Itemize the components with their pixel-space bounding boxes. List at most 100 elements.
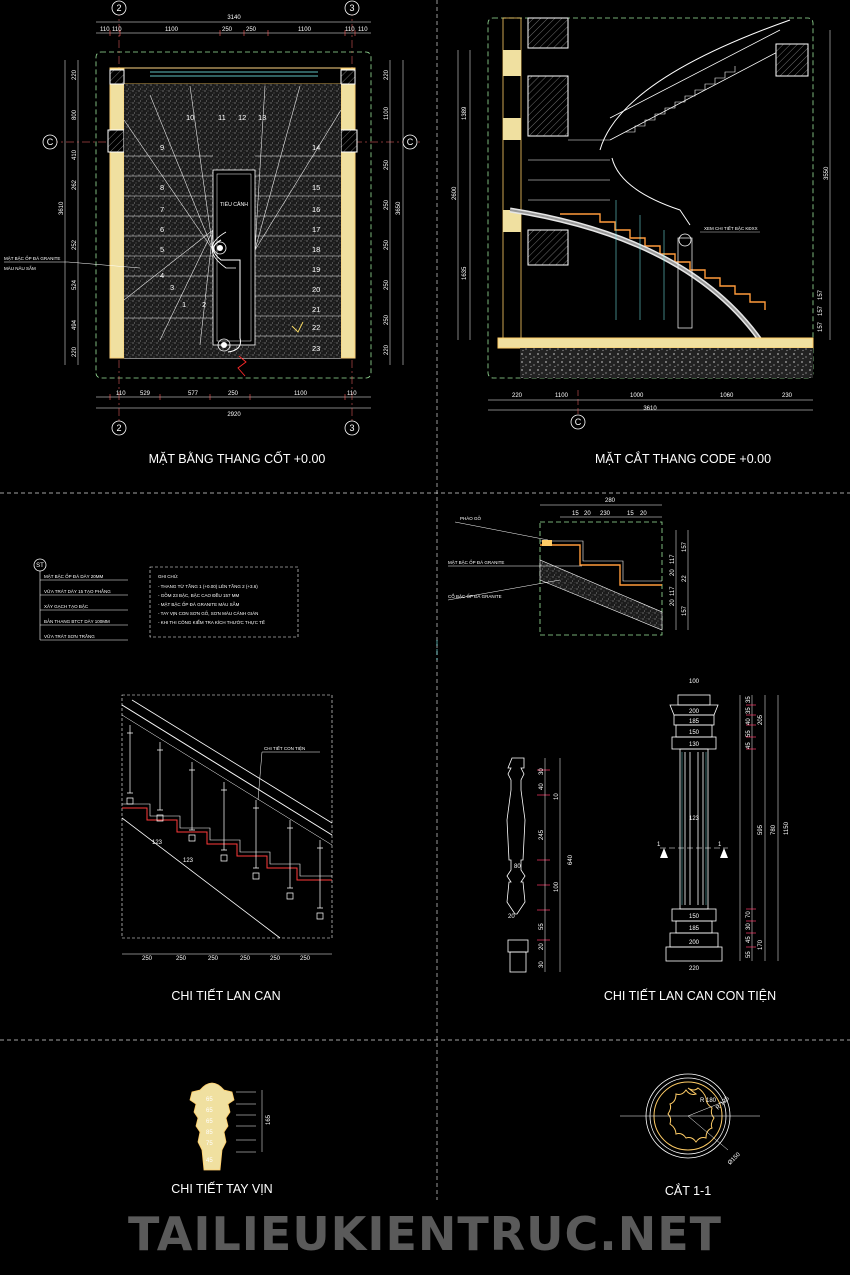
step-number: 11 (218, 113, 226, 122)
plan-dim-right: 220 (384, 344, 390, 355)
section11-dim: R 180 (700, 1098, 717, 1104)
section-dim-left: 1635 (462, 266, 468, 280)
plan-dim-left: 220 (72, 346, 78, 357)
post-dim-top: 100 (689, 679, 700, 685)
plan-dim-left: 800 (72, 109, 78, 120)
section-dim-left: 1389 (462, 106, 468, 120)
step-dim-top-small: 20 (584, 511, 591, 517)
note-line: - TAY VỊN CON SƠN GỖ, SƠN MÀU CÁNH GIÁN (158, 610, 258, 616)
step-number: 2 (202, 300, 206, 309)
step-number: 15 (312, 183, 320, 192)
post-dim-right: 55 (746, 730, 752, 737)
post-dim-right: 45 (746, 742, 752, 749)
layer-item: MẶT BẬC ỐP ĐÁ DÀY 20MM (44, 573, 104, 579)
plan-dim-bottom: 529 (140, 391, 151, 397)
step-number: 17 (312, 225, 320, 234)
step-label-tread: MẶT BẬC ỐP ĐÁ GRANITE (448, 559, 504, 565)
note-line: - THANG TỪ TẦNG 1 (+0.00) LÊN TẦNG 2 (+3… (158, 582, 258, 589)
step-number: 13 (258, 113, 266, 122)
step-number: 5 (160, 245, 164, 254)
post-section-mark-left: 1 (657, 842, 661, 848)
step-dim-top-small: 15 (572, 511, 579, 517)
step-label-riser: CỔ BẬC ỐP ĐÁ GRANITE (448, 593, 502, 599)
notes-title: GHI CHÚ: (158, 573, 178, 579)
section-dim-right-small: 157 (818, 289, 824, 300)
plan-dim-left: 524 (72, 279, 78, 290)
section-axis-label: C (575, 417, 582, 427)
post-section-mark-right: 1 (718, 842, 722, 848)
plan-dim-right: 250 (384, 279, 390, 290)
step-number: 20 (312, 285, 320, 294)
plan-title: MẶT BẰNG THANG CỐT +0.00 (149, 451, 326, 466)
note-line: - GỒM 23 BẬC, BẬC CAO ĐỀU 157 MM (158, 592, 240, 598)
post-dim-bottom: 185 (689, 926, 700, 932)
plan-note-granite: MẶT BẬC ỐP ĐÁ GRANITE (4, 255, 60, 261)
step-dim-top-small: 230 (600, 511, 611, 517)
step-dim-top-small: 20 (640, 511, 647, 517)
baluster-dim-total: 640 (568, 854, 574, 865)
layer-item: BẢN THANG BTCT DÀY 100MM (44, 618, 110, 624)
section-dim-bottom: 220 (512, 393, 523, 399)
note-line: - KHI THI CÔNG KIỂM TRA KÍCH THƯỚC THỰC … (158, 619, 265, 625)
post-dim-right: 595 (758, 824, 764, 835)
baluster-dim: 30 (539, 768, 545, 775)
plan-dim-right: 250 (384, 159, 390, 170)
post-dim-right: 205 (758, 714, 764, 725)
plan-dim-top: 110 (358, 27, 368, 33)
plan-dim-left: 262 (72, 179, 78, 190)
axis-label-2-top: 2 (116, 3, 121, 13)
baluster-title: CHI TIẾT LAN CAN CON TIỆN (604, 988, 776, 1003)
post-dim-right: 45 (746, 936, 752, 943)
plan-dim-right-total: 3650 (396, 201, 402, 215)
plan-dim-bottom: 110 (116, 391, 126, 397)
step-detail: 280 15 20 230 15 20 PHÀO GỖ MẶT BẬC ỐP Đ… (447, 498, 689, 636)
section-dim-bottom: 1000 (630, 393, 644, 399)
plan-dim-bottom: 577 (188, 391, 199, 397)
step-dim-right: 117 (670, 554, 676, 564)
baluster-dim: 100 (554, 881, 560, 892)
step-dim-right: 157 (682, 605, 688, 616)
step-number: 22 (312, 323, 320, 332)
railing-dim-bottom: 250 (300, 956, 311, 962)
section-dim-bottom: 230 (782, 393, 793, 399)
railing-dim-bottom: 250 (208, 956, 219, 962)
plan-dim-top: 250 (222, 27, 233, 33)
plan-dim-right: 250 (384, 239, 390, 250)
railing-dim-bottom: 250 (176, 956, 187, 962)
post-dim-right: 30 (746, 923, 752, 930)
section-dim-right-small: 157 (818, 321, 824, 332)
stair-section: C 220 1100 1000 1060 230 3610 1389 2600 … (452, 17, 831, 466)
plan-dim-right: 250 (384, 314, 390, 325)
step-label-nosing: PHÀO GỖ (460, 515, 482, 521)
handrail-dim: 65 (206, 1097, 213, 1103)
layer-legend: ST MẶT BẬC ỐP ĐÁ DÀY 20MM VỮA TRÁT DÀY 1… (33, 558, 299, 641)
section-dim-right-small: 157 (818, 305, 824, 316)
baluster-dim: 80 (514, 864, 521, 870)
step-dim-right: 22 (682, 575, 688, 582)
axis-label-2-bottom: 2 (116, 423, 121, 433)
handrail-title: CHI TIẾT TAY VỊN (171, 1181, 272, 1196)
post-dim-mid: 123 (689, 816, 700, 822)
post-dim-right: 55 (746, 951, 752, 958)
plan-dim-bottom: 250 (228, 391, 239, 397)
step-number: 6 (160, 225, 164, 234)
step-number: 21 (312, 305, 320, 314)
plan-dim-left-total: 3610 (59, 201, 65, 215)
post-dim-right: 35 (746, 696, 752, 703)
plan-dim-top: 110 (112, 27, 122, 33)
plan-void-label: TIỂU CẢNH (220, 201, 248, 208)
post-dim-bottom: 150 (689, 914, 700, 920)
step-number: 12 (238, 113, 246, 122)
handrail-detail: 65 65 65 85 75 45 165 CHI TIẾT TAY VỊN (171, 1082, 273, 1196)
plan-dim-total-bottom: 2920 (227, 412, 241, 418)
baluster-dim: 20 (508, 914, 515, 920)
section-1-1: R 180 R 125 Ø150 CẮT 1-1 (620, 1073, 760, 1198)
handrail-dim: 85 (206, 1130, 213, 1136)
step-number: 23 (312, 344, 320, 353)
step-number: 3 (170, 283, 174, 292)
baluster-dim: 20 (539, 943, 545, 950)
section-dim-bottom: 1060 (720, 393, 734, 399)
handrail-dim-total: 165 (266, 1114, 272, 1125)
step-dim-right: 117 (670, 586, 676, 596)
baluster-detail: 30 40 10 245 640 80 100 20 55 20 30 (506, 679, 790, 1003)
